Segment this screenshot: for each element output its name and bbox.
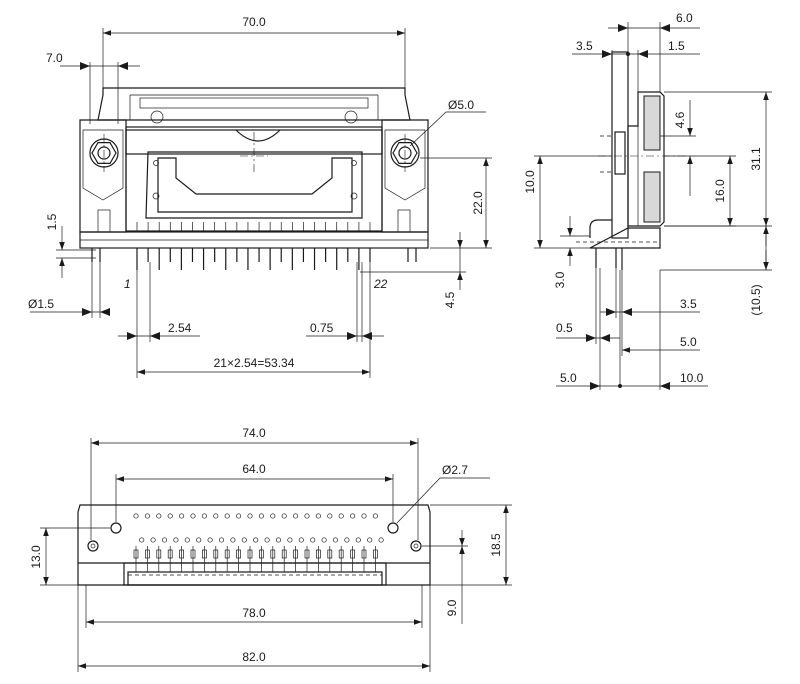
- bottom-pin: [224, 513, 230, 519]
- bottom-pin: [258, 513, 264, 519]
- side-dim-h: 0.5: [556, 321, 573, 335]
- bottom-mount-left: [87, 540, 99, 552]
- front-dim-pin-length: 4.5: [443, 291, 457, 308]
- bottom-pin: [327, 513, 333, 519]
- bottom-view: 74.0 64.0 Ø2.7 13.0 18.5 9.0 78.0: [29, 426, 512, 672]
- front-dim-span: 21×2.54=53.34: [214, 356, 295, 370]
- front-pin-label-last: 22: [373, 277, 388, 291]
- bottom-pin: [156, 513, 162, 519]
- side-dim-b: 1.5: [668, 39, 685, 53]
- side-dim-j: 5.0: [680, 335, 697, 349]
- bottom-pin: [144, 513, 150, 519]
- bottom-pin: [179, 513, 185, 519]
- bottom-pin: [361, 513, 367, 519]
- front-pin-label-first: 1: [124, 277, 131, 291]
- bottom-pin: [281, 513, 287, 519]
- bottom-pin: [372, 513, 378, 519]
- front-shell: [125, 126, 383, 232]
- bottom-dim-64: 64.0: [242, 462, 266, 476]
- side-dim-g: 3.0: [553, 271, 567, 288]
- bottom-dim-hole: Ø2.7: [442, 463, 468, 477]
- bottom-dim-185: 18.5: [489, 533, 503, 557]
- bottom-pin: [270, 513, 276, 519]
- side-dim-l: 5.0: [560, 371, 577, 385]
- side-dim-f: 31.1: [749, 147, 763, 171]
- front-pins: [91, 222, 417, 270]
- side-bracket-foot: [589, 219, 661, 249]
- front-dim-pin-width: 0.75: [310, 321, 334, 335]
- bottom-pin: [338, 513, 344, 519]
- side-dim-e: 16.0: [713, 179, 727, 203]
- bottom-hole-right: [387, 522, 399, 534]
- bottom-dim-9: 9.0: [445, 599, 459, 616]
- side-dim-c: 4.6: [673, 111, 687, 128]
- side-dim-a: 3.5: [576, 39, 593, 53]
- side-dim-k: (10.5): [749, 284, 763, 315]
- bottom-pin: [236, 513, 242, 519]
- bottom-dim-74: 74.0: [242, 426, 266, 440]
- bottom-pin: [213, 513, 219, 519]
- front-dim-height: 22.0: [471, 191, 485, 215]
- front-dim-hole: Ø5.0: [448, 98, 474, 112]
- side-dim-i: 3.5: [680, 297, 697, 311]
- bottom-pin: [350, 513, 356, 519]
- bottom-pin: [304, 513, 310, 519]
- bottom-pin: [315, 513, 321, 519]
- bottom-dim-78: 78.0: [242, 606, 266, 620]
- side-dim-top: 6.0: [676, 11, 693, 25]
- bottom-pin: [190, 513, 196, 519]
- front-d-sub-outline: [145, 151, 363, 219]
- bottom-pin: [247, 513, 253, 519]
- bottom-dim-13: 13.0: [29, 545, 43, 569]
- front-view: 70.0 7.0 Ø5.0 22.0 4.5 1.5 Ø1.5: [28, 15, 492, 378]
- front-flange-left: [79, 119, 127, 233]
- bottom-pin: [167, 513, 173, 519]
- front-dim-pin-dia: Ø1.5: [28, 297, 54, 311]
- front-dim-offset: 7.0: [46, 51, 63, 65]
- bottom-dim-82: 82.0: [242, 650, 266, 664]
- bottom-pin-grid: [133, 513, 384, 572]
- bottom-hole-left: [110, 522, 122, 534]
- side-dim-m: 10.0: [680, 371, 704, 385]
- front-upper-body: [97, 87, 411, 121]
- side-view: 6.0 3.5 1.5 4.6 16.0 31.1 (10.5) 10.0: [523, 11, 772, 390]
- front-dim-width: 70.0: [242, 15, 266, 29]
- side-dim-d: 10.0: [523, 170, 537, 194]
- bottom-pin: [133, 513, 139, 519]
- bottom-pin: [201, 513, 207, 519]
- bottom-pin: [293, 513, 299, 519]
- bottom-mount-right: [410, 540, 422, 552]
- front-dim-pitch: 2.54: [168, 321, 192, 335]
- front-dim-step: 1.5: [45, 213, 59, 230]
